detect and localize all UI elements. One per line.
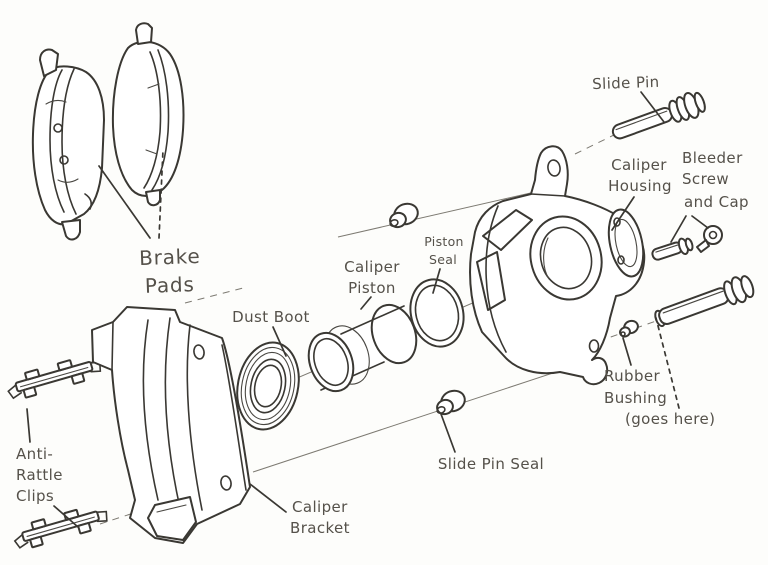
caliper-piston <box>307 303 418 393</box>
caliper-bracket-leader <box>249 483 287 513</box>
caliper-bracket-label-2: Bracket <box>290 519 350 537</box>
brake-pads-leader-1 <box>98 165 151 239</box>
axis-slide-pin-top <box>337 188 549 238</box>
housing-bridge-window-2 <box>476 251 506 311</box>
bleeder-leader <box>670 215 709 243</box>
bracket-foot <box>147 496 197 541</box>
anti-rattle-label-3: Clips <box>16 487 54 505</box>
pad-tab-top <box>39 48 59 77</box>
caliper-housing-label-2: Housing <box>608 177 672 195</box>
rubber-bushing <box>619 319 639 338</box>
axis-slide-pin-top-2 <box>574 132 619 155</box>
bleeder-cap <box>696 225 723 253</box>
slide-pin-leader <box>640 91 665 123</box>
slide-pin-label: Slide Pin <box>592 73 660 93</box>
brake-pad-left <box>31 48 105 241</box>
brake-pads-label-1: Brake <box>139 244 201 270</box>
caliper-piston-label-1: Caliper <box>344 258 400 276</box>
labels: Slide Pin Caliper Housing Bleeder Screw … <box>16 73 749 537</box>
rubber-bushing-label-2: Bushing <box>604 389 667 407</box>
caliper-piston-label-2: Piston <box>348 279 396 297</box>
rubber-bushing-label-3: (goes here) <box>625 410 715 428</box>
brake-pads-label-2: Pads <box>144 272 195 298</box>
anti-rattle-clip-top <box>7 359 102 400</box>
pad-tab-bottom <box>61 219 81 241</box>
anti-rattle-label-1: Anti- <box>16 445 53 463</box>
housing-bridge-window <box>482 209 533 251</box>
rubber-bushing-leader-1 <box>622 337 632 366</box>
piston-seal-leader <box>432 268 441 294</box>
caliper-bracket-label-1: Caliper <box>292 498 348 516</box>
caliper-piston-leader <box>360 296 372 310</box>
anti-rattle-leader-2 <box>53 505 79 528</box>
rubber-bushing-label-1: Rubber <box>604 367 661 385</box>
anti-rattle-leader-1 <box>26 408 31 443</box>
caliper-housing-leader <box>611 196 635 231</box>
dust-boot <box>236 341 300 431</box>
rubber-bushing-leader-2 <box>655 317 680 409</box>
bleeder-label-1: Bleeder <box>682 149 743 167</box>
piston-seal-label-2: Seal <box>429 252 457 267</box>
housing-ear-hole-top <box>547 159 561 177</box>
housing-ear-hole-bottom <box>588 339 600 353</box>
slide-pin-seal-bottom <box>436 389 466 416</box>
slide-pin-seal-leader <box>440 413 456 453</box>
bleeder-label-3: and Cap <box>684 193 749 211</box>
dust-boot-leader <box>272 326 287 357</box>
dust-boot-label: Dust Boot <box>232 308 310 326</box>
leader-lines <box>26 91 709 528</box>
pad-tab-top <box>135 22 153 45</box>
slide-pin-top <box>611 91 706 140</box>
axis-pads-bracket <box>184 287 244 304</box>
pad-tab-bottom <box>145 189 161 207</box>
bleeder-label-2: Screw <box>682 170 729 188</box>
piston-seal <box>409 278 465 348</box>
bleeder-screw <box>651 237 694 261</box>
axis-slide-pin-bottom <box>252 368 566 473</box>
slide-pin-seal-top <box>389 202 419 229</box>
anti-rattle-label-2: Rattle <box>16 466 63 484</box>
caliper-bracket <box>91 306 251 544</box>
caliper-housing <box>469 145 646 386</box>
anti-rattle-clip-bottom <box>13 508 108 549</box>
brake-pads-leader-2 <box>158 149 164 239</box>
piston-seal-label-1: Piston <box>424 234 464 249</box>
caliper-housing-label-1: Caliper <box>611 156 667 174</box>
slide-pin-seal-label: Slide Pin Seal <box>438 455 544 473</box>
